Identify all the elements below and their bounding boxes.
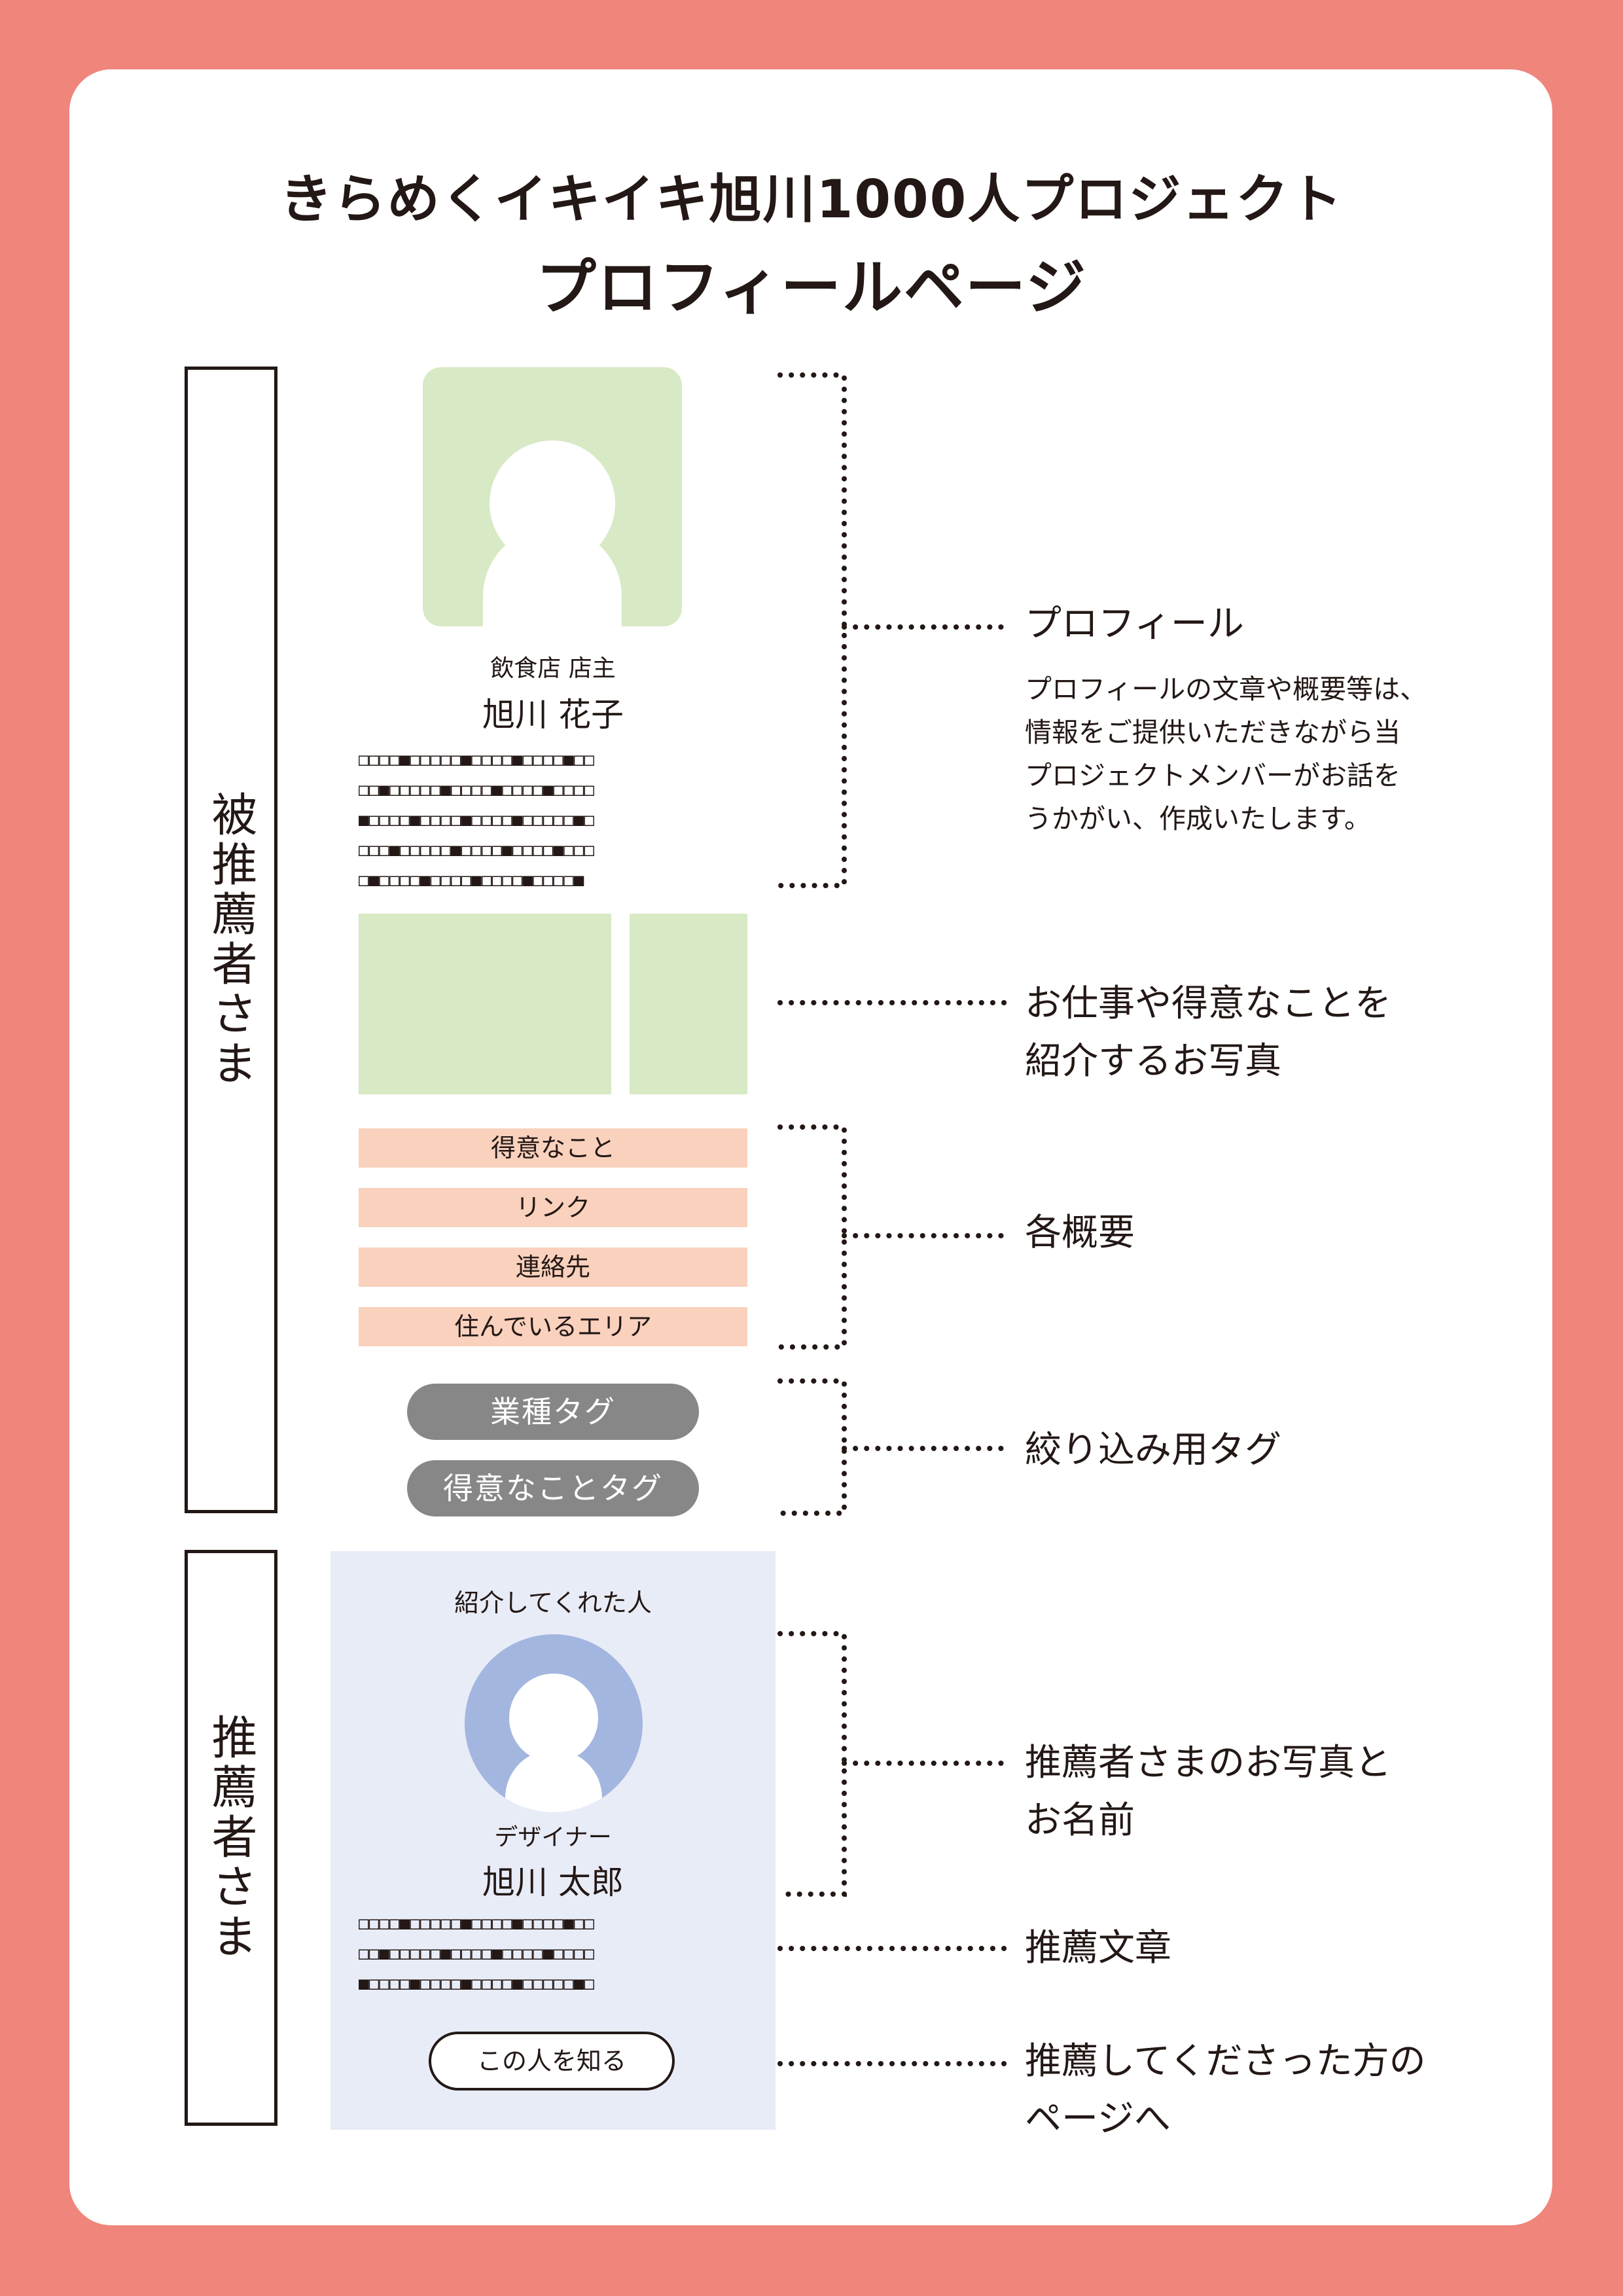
description-line: 情報をご提供いただきながら当 xyxy=(1025,717,1400,748)
profile-photo-placeholder xyxy=(423,367,682,626)
recommendation-text: □□□□■□□□□□■□□□□■□□□□■□□ □□■□□□□□■□□□□■□□… xyxy=(359,1909,746,1999)
recommender-section-text: 推薦者さま xyxy=(204,1713,258,1962)
info-area: 住んでいるエリア xyxy=(359,1307,747,1346)
annotation-line: 推薦者さまのお写真と xyxy=(1025,1742,1391,1784)
nominee-section-label: 被推薦者さま xyxy=(185,367,277,1513)
recommendation-text-line: □□□□■□□□□□■□□□□■□□□□■□□ xyxy=(359,1914,595,1933)
industry-tag[interactable]: 業種タグ xyxy=(407,1384,699,1440)
person-icon xyxy=(483,440,622,626)
work-photo-1 xyxy=(359,914,611,1094)
profile-text-line: □□□■□□□□□■□□□□■□□□□■□□□ xyxy=(359,840,595,860)
profile-text-line: □□■□□□□□■□□□□■□□□□■□□□□ xyxy=(359,780,595,800)
annotation-line: ページへ xyxy=(1025,2098,1171,2140)
know-this-person-button[interactable]: この人を知る xyxy=(429,2032,675,2090)
annotation-line: お名前 xyxy=(1025,1799,1135,1842)
page-subtitle: プロフィールページ xyxy=(535,253,1088,323)
page-title: きらめくイキイキ旭川1000人プロジェクト xyxy=(279,169,1344,230)
info-contact: 連絡先 xyxy=(359,1247,747,1287)
info-strength: 得意なこと xyxy=(359,1128,747,1168)
recommender-avatar xyxy=(465,1634,643,1812)
profile-name: 旭川 花子 xyxy=(482,696,624,734)
description-line: うかがい、作成いたします。 xyxy=(1025,803,1371,834)
description-line: プロフィールの文章や概要等は、 xyxy=(1025,673,1427,705)
annotation-line: お仕事や得意なことを xyxy=(1025,982,1391,1025)
recommender-name: 旭川 太郎 xyxy=(482,1863,624,1901)
work-photo-2 xyxy=(630,914,747,1094)
description-line: プロジェクトメンバーがお話を xyxy=(1025,760,1400,791)
annotation-line: 紹介するお写真 xyxy=(1025,1040,1281,1083)
annotation-overview: 各概要 xyxy=(1025,1211,1135,1254)
profile-text: □□□□■□□□□□■□□□□■□□□□■□□ □□■□□□□□■□□□□■□□… xyxy=(359,745,746,895)
profile-text-line: □■□□□□■□□□□■□□□□■□□□□■ xyxy=(359,870,584,890)
profile-text-line: ■□□□□■□□□□■□□□□■□□□□□■□ xyxy=(359,810,595,830)
info-link: リンク xyxy=(359,1188,747,1227)
annotation-recommender-page: 推薦してくださった方の ページへ xyxy=(1025,2033,1426,2148)
nominee-section-text: 被推薦者さま xyxy=(204,791,258,1089)
annotation-recommender-photo: 推薦者さまのお写真と お名前 xyxy=(1025,1734,1391,1850)
annotation-profile-description: プロフィールの文章や概要等は、 情報をご提供いただきながら当 プロジェクトメンバ… xyxy=(1025,668,1427,840)
annotation-profile-label: プロフィール xyxy=(1025,603,1244,645)
annotation-filter-tags: 絞り込み用タグ xyxy=(1025,1429,1281,1471)
recommender-occupation: デザイナー xyxy=(494,1824,612,1851)
annotation-recommendation-text: 推薦文章 xyxy=(1025,1927,1171,1969)
profile-text-line: □□□□■□□□□□■□□□□■□□□□■□□ xyxy=(359,750,595,770)
profile-occupation: 飲食店 店主 xyxy=(490,655,616,682)
recommendation-text-line: □□■□□□□□■□□□□■□□□□■□□□□ xyxy=(359,1944,595,1964)
recommendation-text-line: ■□□□□■□□□□■□□□□■□□□□□■□ xyxy=(359,1974,595,1994)
strength-tag[interactable]: 得意なことタグ xyxy=(407,1460,699,1516)
annotation-photos: お仕事や得意なことを 紹介するお写真 xyxy=(1025,975,1391,1090)
annotation-line: 推薦してくださった方の xyxy=(1025,2040,1426,2083)
recommender-section-label: 推薦者さま xyxy=(185,1550,277,2126)
person-icon xyxy=(505,1674,602,1812)
content-card xyxy=(69,69,1552,2225)
recommender-heading: 紹介してくれた人 xyxy=(454,1588,652,1617)
